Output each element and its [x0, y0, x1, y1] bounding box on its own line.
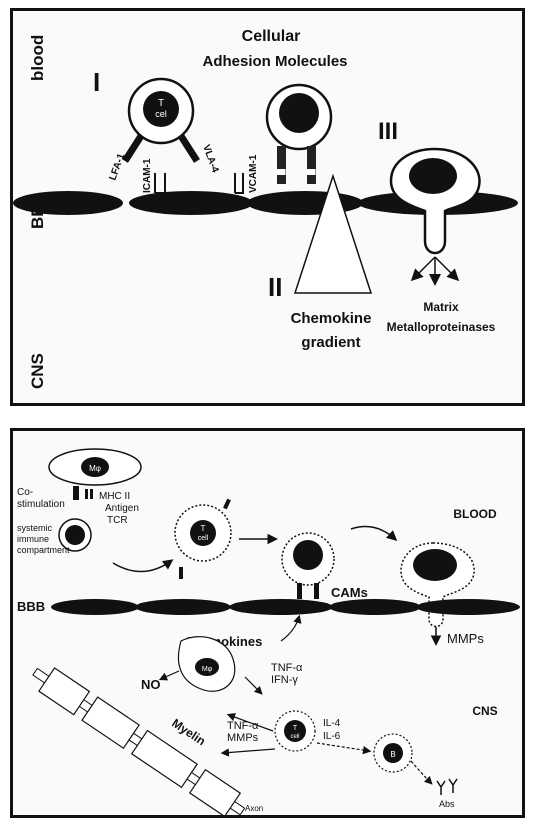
cams-label: CAMs: [331, 585, 368, 600]
cns-t-label-1: T: [293, 725, 298, 732]
lfa1-receptor: [125, 136, 141, 161]
antigen-label: Antigen: [105, 503, 139, 514]
mphi-to-t-arrow: [245, 677, 261, 693]
activated-t-label-2: cell: [198, 535, 209, 542]
bbb-label: BBB: [17, 599, 45, 614]
bbb-endothelial-layer-bottom: [51, 599, 520, 615]
b-cell: B: [374, 734, 412, 772]
t-cell-stage-one: T cel: [129, 79, 193, 143]
blood-label: BLOOD: [453, 507, 497, 521]
antibody-icons: [437, 779, 457, 795]
bottom-panel-diagram: Mφ Co- stimulation MHC II Antigen TCR sy…: [13, 431, 522, 815]
ifn-gamma-label: IFN-γ: [271, 674, 298, 686]
myelin-label: Myelin: [169, 716, 208, 748]
tnf-alpha-label-2: TNF-α: [227, 720, 259, 732]
transmigration-arrow: [351, 527, 395, 539]
mmps-label-2: MMPs: [227, 732, 259, 744]
vla4-label: VLA-4: [200, 143, 220, 174]
vla4-receptor: [181, 136, 197, 161]
top-panel-diagram: blood BBB CNS Cellular Adhesion Molecule…: [13, 11, 522, 403]
no-arrow: [161, 671, 179, 679]
mmps-label: MMPs: [447, 631, 484, 646]
title-line-2: Adhesion Molecules: [202, 53, 347, 70]
systemic-label-line-3: compartment: [17, 545, 70, 555]
roman-numeral-three: III: [378, 118, 398, 145]
title-line-1: Cellular: [242, 28, 301, 45]
roman-numeral-one: I: [93, 67, 100, 97]
activated-t-cell: T cell: [175, 505, 231, 561]
side-label-cns: CNS: [28, 353, 47, 389]
matrix-label-line-1: Matrix: [423, 300, 459, 314]
matrix-label-line-2: Metalloproteinases: [387, 320, 496, 334]
il6-label: IL-6: [323, 731, 341, 742]
mhc-label: MHC II: [99, 491, 130, 502]
top-panel-cellular-adhesion: blood BBB CNS Cellular Adhesion Molecule…: [10, 8, 525, 406]
apc-label: Mφ: [89, 464, 101, 473]
mphi-label: Mφ: [202, 666, 213, 673]
abs-label: Abs: [439, 799, 455, 809]
chemokine-label-line-1: Chemokine: [291, 310, 372, 327]
mhc-molecule: [85, 489, 88, 499]
cns-t-cell: T cell: [275, 711, 315, 751]
activated-t-label-1: T: [201, 524, 206, 533]
t-to-b-arrow: [317, 743, 369, 751]
mhc-molecule-2: [90, 489, 93, 499]
lfa1-label: LFA-1: [107, 152, 127, 182]
adhering-cell: [282, 533, 334, 599]
cns-t-label-2: cell: [290, 734, 299, 740]
bottom-panel-immune-cascade: Mφ Co- stimulation MHC II Antigen TCR sy…: [10, 428, 525, 818]
mmp-arrow-right: [435, 257, 457, 279]
t-cell-label-line-2: cel: [155, 109, 167, 119]
tnf-alpha-label: TNF-α: [271, 662, 303, 674]
activation-arrow: [113, 561, 171, 572]
vcam1-label: VCAM-1: [248, 154, 259, 193]
side-label-blood: blood: [28, 35, 47, 81]
axon-label: Axon: [245, 804, 263, 813]
no-label: NO: [141, 677, 161, 692]
mmp-arrow-left: [413, 257, 435, 279]
t-cell-label-line-1: T: [158, 98, 164, 109]
chemokine-arrow: [281, 617, 299, 641]
icam1-ligand: [155, 173, 165, 193]
costim-label-line-1: Co-: [17, 487, 33, 498]
tcr-label: TCR: [107, 515, 128, 526]
adhering-t-cell: [267, 85, 331, 184]
b-to-abs-arrow: [411, 761, 431, 783]
costim-receptor: [73, 486, 79, 500]
mmp-to-myelin-arrow: [223, 749, 275, 753]
roman-numeral-two: II: [268, 272, 282, 302]
transmigrating-cell: [391, 149, 480, 253]
il4-label: IL-4: [323, 718, 341, 729]
systemic-label-line-2: immune: [17, 534, 49, 544]
cns-label: CNS: [472, 704, 497, 718]
vcam1-ligand: [235, 173, 243, 193]
icam1-label: ICAM-1: [142, 158, 153, 193]
costim-label-line-2: stimulation: [17, 499, 65, 510]
b-cell-label: B: [390, 750, 395, 759]
antigen-presenting-cell: Mφ: [49, 449, 141, 485]
chemokine-label-line-2: gradient: [301, 334, 360, 351]
systemic-label-line-1: systemic: [17, 523, 53, 533]
